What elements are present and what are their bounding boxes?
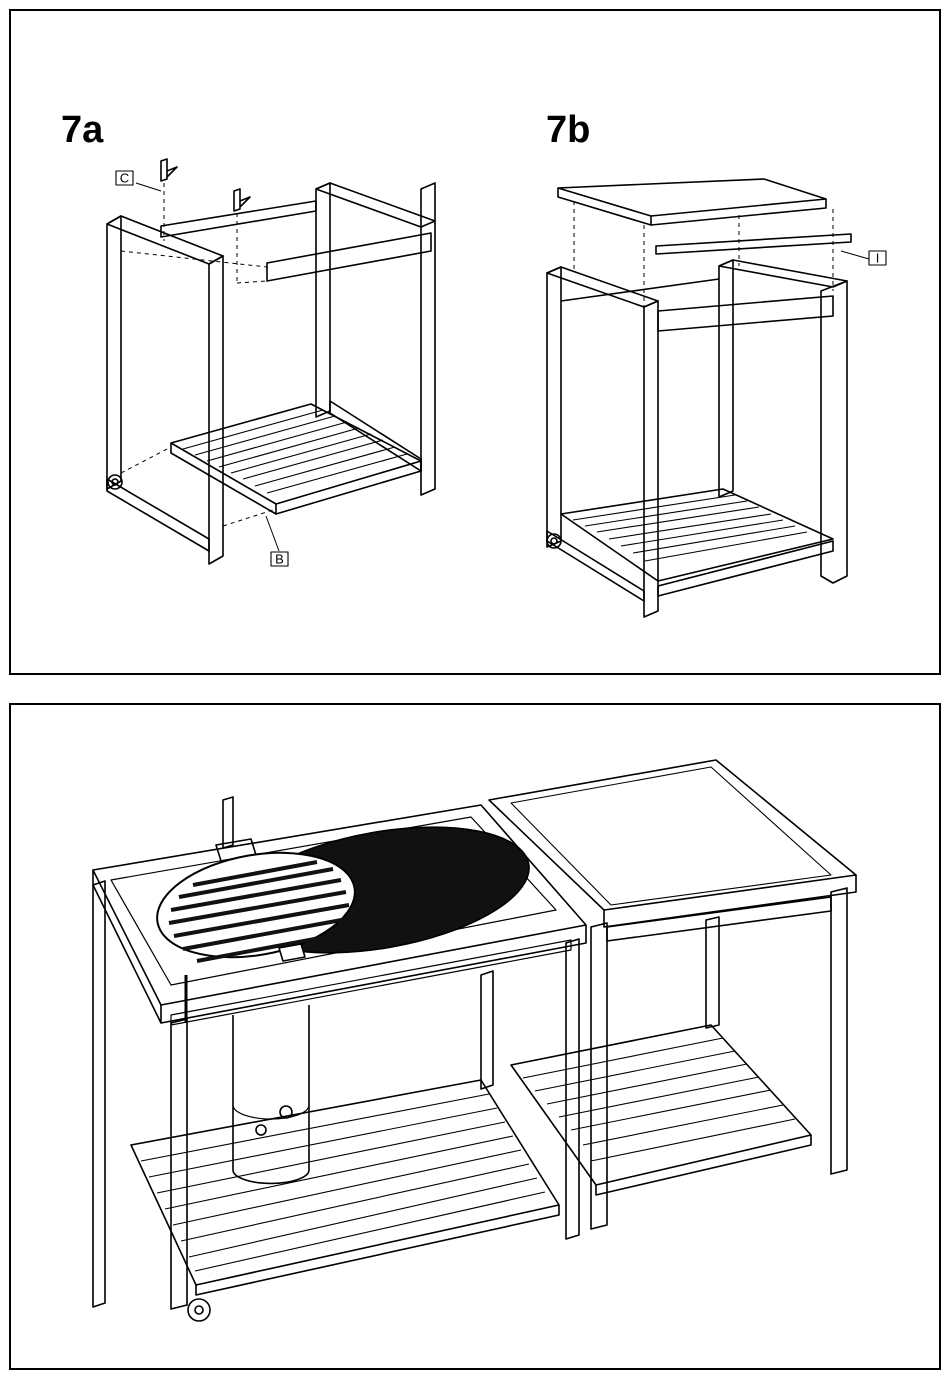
crossbar-front-7a	[267, 233, 431, 281]
post-back-right-grill	[566, 939, 579, 1239]
assembly-drawing-top: C B I	[11, 11, 941, 675]
callout-b: B	[275, 552, 284, 567]
post-back-table	[706, 917, 719, 1028]
post-front-right-table	[831, 888, 847, 1174]
post-back-right-7b	[821, 281, 847, 583]
rail-right-bottom-7a	[330, 401, 421, 471]
post-front-right-7a	[209, 256, 223, 564]
guides-7b	[574, 201, 833, 307]
post-back-left-7b	[719, 260, 733, 497]
tabletop-7b	[558, 179, 826, 216]
frame-7a	[107, 159, 435, 564]
post-front-right-grill	[171, 1019, 187, 1309]
callout-c: C	[120, 171, 129, 186]
shelf-table	[511, 1025, 811, 1185]
side-table	[489, 760, 856, 1229]
shelf-slats-7a	[183, 410, 407, 493]
rod-icon	[223, 797, 233, 848]
grill-grate	[149, 807, 539, 973]
post-back-left-grill	[481, 971, 493, 1089]
shelf-grill	[131, 1080, 559, 1285]
post-front-left-7a	[107, 216, 121, 489]
post-front-left-grill	[93, 881, 105, 1307]
rail-right-top-7a	[316, 183, 435, 227]
shelf-slats-table	[523, 1038, 795, 1161]
frame-7b	[547, 179, 869, 617]
rail-left-top-7a	[107, 216, 223, 264]
shelf-slats-7b	[573, 495, 807, 561]
rail-i-7b	[656, 234, 851, 254]
assembled-grill-drawing	[11, 705, 941, 1370]
vent-icon	[256, 1125, 266, 1135]
post-back-right-7a	[421, 183, 435, 495]
assembly-panel-top: 7a 7b	[9, 9, 941, 675]
bracket-c-icon-1	[161, 159, 177, 181]
grate-handle	[279, 944, 305, 961]
post-front-left-7b	[547, 267, 561, 547]
rail-back-top-7a	[161, 201, 316, 237]
rail-left-bottom-7a	[107, 479, 209, 551]
post-front-right-7b	[644, 301, 658, 617]
chimney-cylinder	[233, 1005, 309, 1183]
shelf-slats-grill	[141, 1094, 545, 1271]
side-table-top	[489, 760, 856, 910]
post-back-left-7a	[316, 183, 330, 417]
assembly-panel-bottom	[9, 703, 941, 1370]
callout-i: I	[876, 251, 880, 266]
bracket-c-icon-2	[234, 189, 250, 211]
wheel-icon-grill	[188, 1299, 210, 1321]
crossbar-front-7b	[658, 296, 833, 331]
